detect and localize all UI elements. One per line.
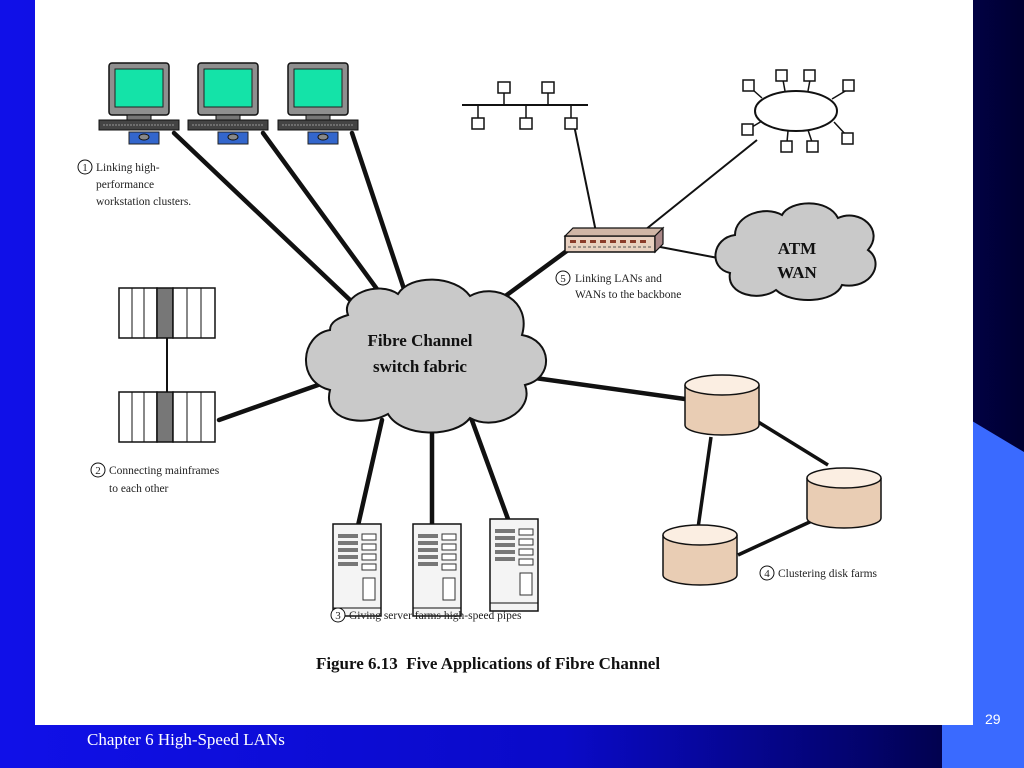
fabric-cloud-icon (305, 278, 547, 434)
application-text-line: Connecting mainframes (109, 465, 220, 477)
thin-links (166, 124, 758, 392)
server-icon (332, 523, 382, 617)
slide-footer: Chapter 6 High-Speed LANs (87, 730, 285, 749)
application-label-2: 2 Connecting mainframes to each other (90, 462, 220, 495)
application-number: 4 (764, 568, 770, 580)
connection-lines (171, 130, 695, 533)
workstation-icon (187, 62, 269, 145)
disk-icon (684, 374, 760, 436)
application-text-line: to each other (109, 483, 169, 495)
atm-wan-cloud-icon (714, 202, 877, 301)
application-number: 2 (95, 465, 101, 477)
fabric-label-line1: Fibre Channel (367, 331, 472, 350)
workstation-icon (277, 62, 359, 145)
number-badge-icon (330, 607, 346, 623)
application-label-4: 4 Clustering disk farms (759, 565, 878, 581)
mainframe-icon (118, 391, 216, 443)
application-number: 5 (560, 273, 566, 285)
application-text-line: WANs to the backbone (575, 289, 681, 301)
server-icon (412, 523, 462, 617)
number-badge-icon (759, 565, 775, 581)
atm-label-line1: ATM (778, 239, 816, 258)
disk-links (696, 418, 829, 557)
fibre-channel-diagram: Fibre Channel switch fabric ATM WAN 1 (77, 62, 882, 673)
application-label-3: 3 Giving server farms high-speed pipes (330, 607, 522, 623)
application-text-line: Clustering disk farms (778, 568, 878, 580)
application-label-1: 1 Linking high- performance workstation … (77, 159, 191, 208)
figure-panel: Fibre Channel switch fabric ATM WAN 1 (35, 0, 973, 725)
router-icon (563, 226, 665, 254)
application-number: 1 (82, 162, 88, 174)
atm-label-line2: WAN (777, 263, 817, 282)
disk-icon (662, 524, 738, 586)
number-badge-icon (77, 159, 93, 175)
number-badge-icon (90, 462, 106, 478)
page-number: 29 (985, 711, 1001, 727)
lan-bus-icon (462, 81, 588, 130)
application-text-line: Linking high- (96, 162, 160, 174)
figure-caption: Figure 6.13 Five Applications of Fibre C… (316, 654, 660, 673)
application-number: 3 (335, 610, 341, 622)
mainframe-icon (118, 287, 216, 339)
application-text-line: Linking LANs and (575, 273, 662, 285)
number-badge-icon (555, 270, 571, 286)
disk-icon (806, 467, 882, 529)
workstation-icon (98, 62, 180, 145)
application-text-line: performance (96, 179, 154, 191)
ring-network-icon (741, 69, 855, 153)
application-text-line: Giving server farms high-speed pipes (349, 610, 522, 622)
fabric-label-line2: switch fabric (373, 357, 467, 376)
application-label-5: 5 Linking LANs and WANs to the backbone (555, 270, 681, 301)
server-icon (489, 518, 539, 612)
application-text-line: workstation clusters. (96, 196, 191, 208)
